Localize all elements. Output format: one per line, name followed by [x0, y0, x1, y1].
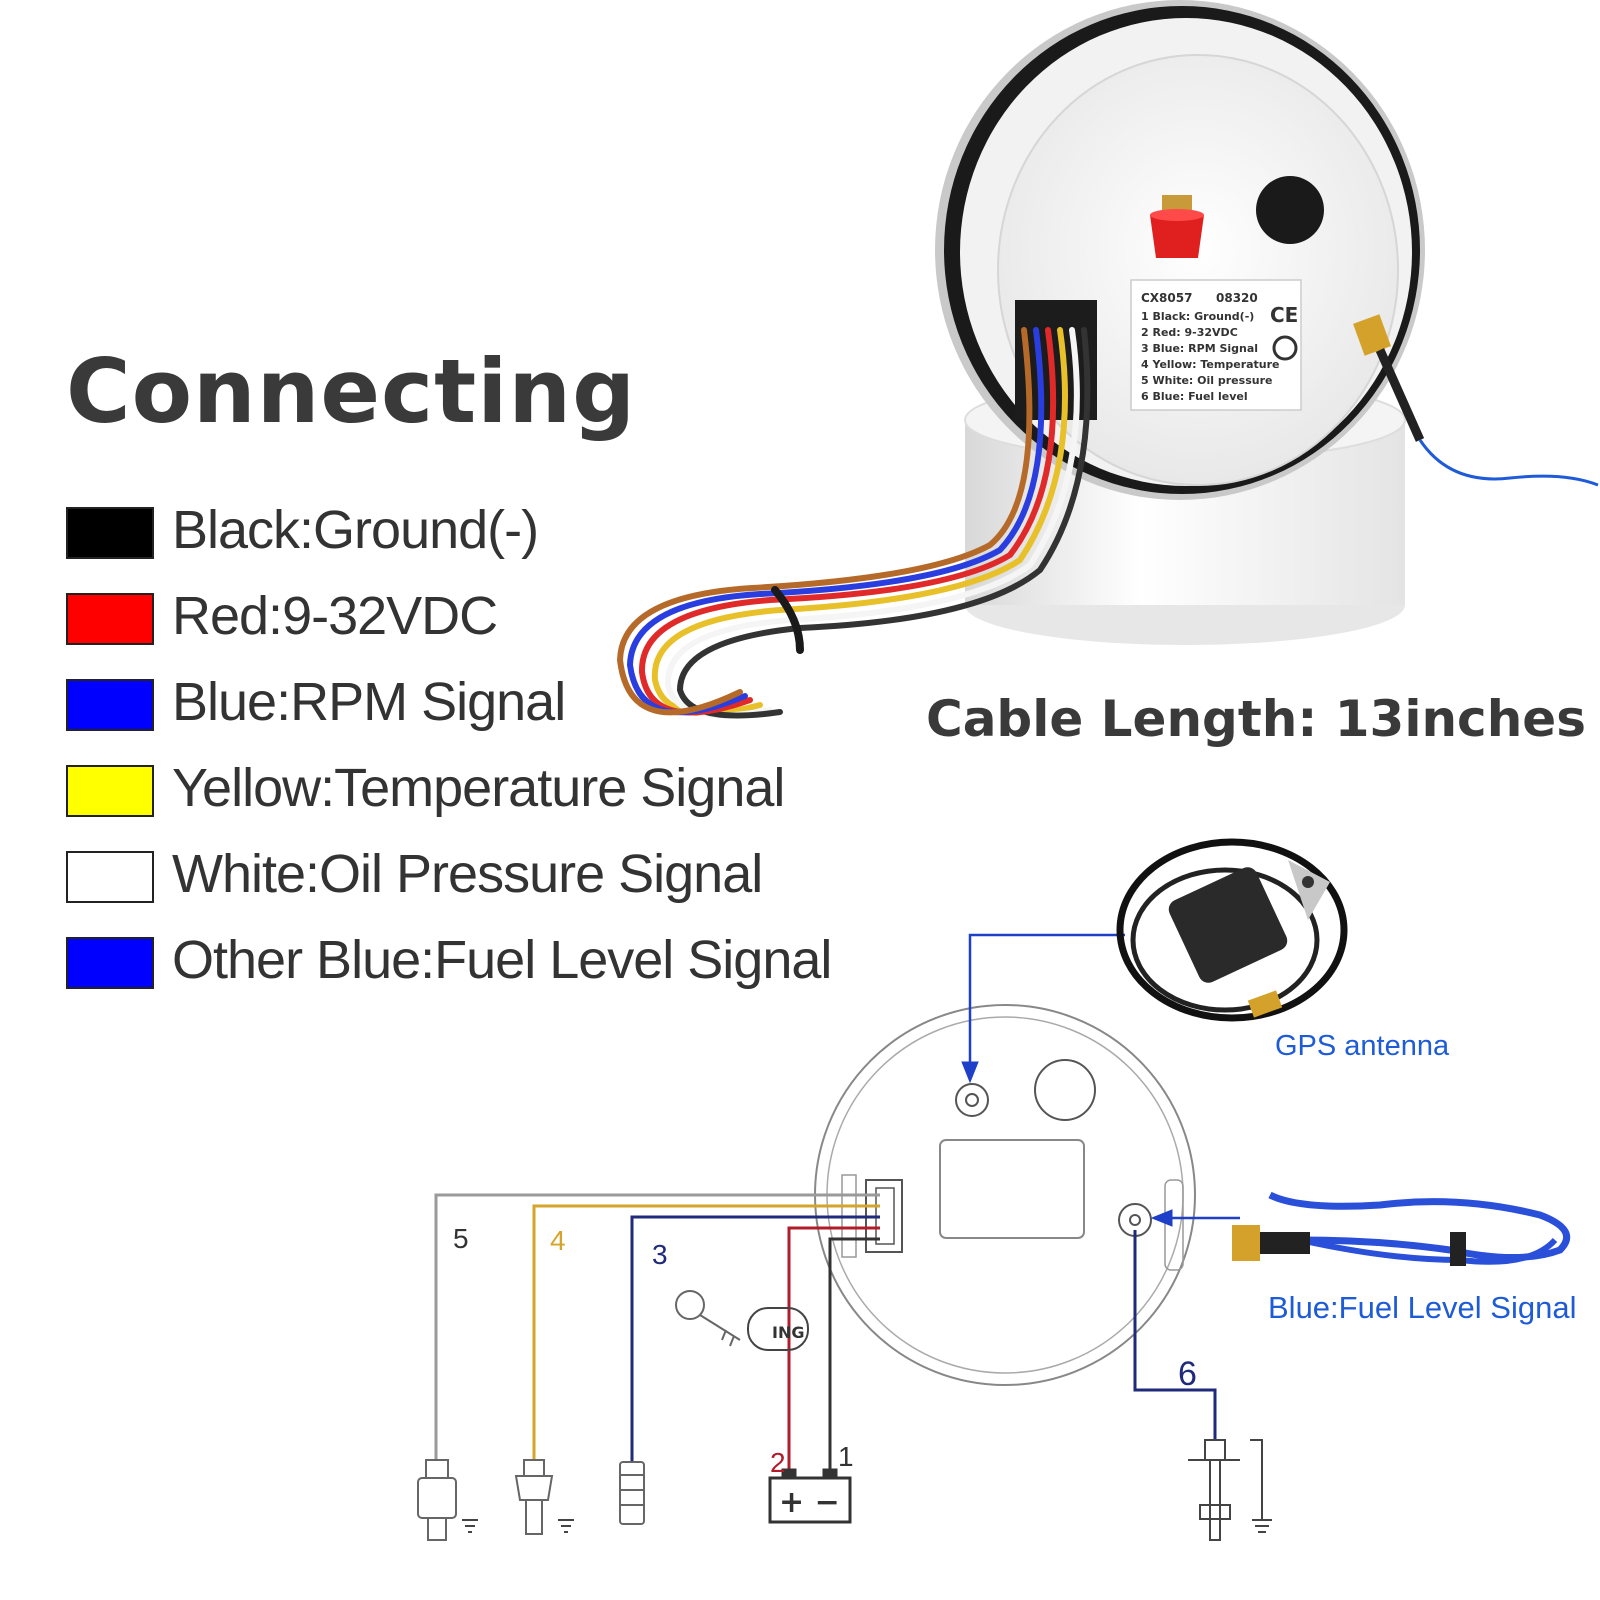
sticker-line: 1 Black: Ground(-) — [1141, 310, 1254, 323]
gps-antenna-icon — [1116, 838, 1348, 1022]
legend-swatch — [66, 507, 154, 559]
ignition-label: ING — [772, 1323, 804, 1342]
legend-swatch — [66, 765, 154, 817]
gps-antenna-label: GPS antenna — [1275, 1030, 1450, 1062]
legend-item-blue: Blue:RPM Signal — [66, 672, 866, 735]
ignition-key-icon — [675, 1290, 809, 1351]
legend-item-yellow: Yellow:Temperature Signal — [66, 758, 866, 821]
legend-swatch — [66, 937, 154, 989]
legend-item-red: Red:9-32VDC — [66, 586, 866, 649]
battery-icon — [768, 1468, 852, 1524]
sma-connector-icon — [1353, 314, 1599, 487]
fuel-signal-cable-icon — [1232, 1191, 1571, 1266]
legend-label: Black:Ground(-) — [172, 500, 539, 560]
legend-label: Red:9-32VDC — [172, 586, 498, 646]
fuel-signal-label: Blue:Fuel Level Signal — [1268, 1290, 1577, 1325]
legend-swatch — [66, 593, 154, 645]
ce-mark: CE — [1270, 303, 1298, 327]
legend-label: Other Blue:Fuel Level Signal — [172, 930, 832, 990]
wiring-schematic — [417, 933, 1272, 1541]
fuel-level-sensor-icon — [1188, 1439, 1272, 1541]
temperature-sensor-icon — [514, 1459, 574, 1535]
wire-number-6: 6 — [1178, 1355, 1197, 1393]
legend-swatch — [66, 679, 154, 731]
rpm-sensor-icon — [619, 1461, 645, 1525]
wire-number-2: 2 — [770, 1447, 786, 1478]
sticker-line: 5 White: Oil pressure — [1141, 374, 1272, 387]
wire-number-5: 5 — [453, 1223, 469, 1254]
sticker-line: 2 Red: 9-32VDC — [1141, 326, 1238, 339]
legend-label: Yellow:Temperature Signal — [172, 758, 785, 818]
sticker-model: CX8057 — [1141, 291, 1192, 305]
legend-label: Blue:RPM Signal — [172, 672, 566, 732]
gauge-label-area — [939, 1139, 1085, 1239]
wire-harness — [616, 327, 1091, 719]
sticker-line: 6 Blue: Fuel level — [1141, 390, 1248, 403]
legend-label: White:Oil Pressure Signal — [172, 844, 763, 904]
spec-sticker: CX8057 08320 CE 1 Black: Ground(-) 2 Red… — [1130, 279, 1302, 411]
sticker-line: 4 Yellow: Temperature — [1141, 358, 1280, 371]
cable-length-caption: Cable Length: 13inches — [926, 690, 1586, 748]
battery-symbol: + − — [779, 1485, 840, 1520]
recycle-icon — [1272, 335, 1298, 361]
legend-swatch — [66, 851, 154, 903]
legend-item-other-blue: Other Blue:Fuel Level Signal — [66, 930, 866, 993]
plug-icon — [1256, 176, 1324, 244]
power-terminal-icon — [1150, 195, 1204, 258]
sticker-line: 3 Blue: RPM Signal — [1141, 342, 1258, 355]
wire-number-4: 4 — [550, 1225, 566, 1256]
gps-port-icon — [955, 1083, 989, 1117]
legend-item-black: Black:Ground(-) — [66, 500, 866, 563]
page-title: Connecting — [66, 340, 637, 443]
sticker-code: 08320 — [1216, 291, 1258, 305]
oil-pressure-sensor-icon — [417, 1459, 478, 1541]
wire-number-3: 3 — [652, 1239, 668, 1270]
legend-item-white: White:Oil Pressure Signal — [66, 844, 866, 907]
wire-number-1: 1 — [838, 1441, 854, 1472]
